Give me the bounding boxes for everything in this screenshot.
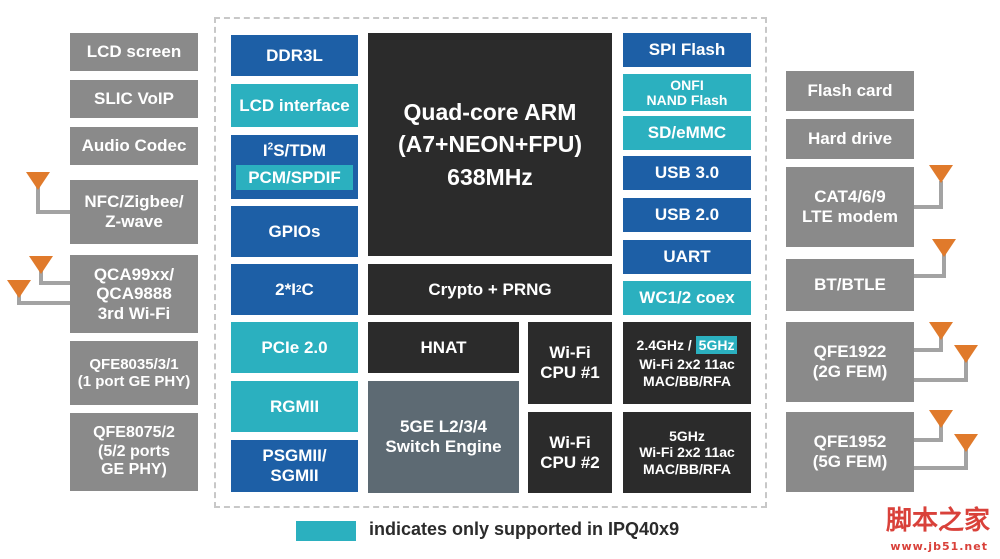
slic-voip-block: SLIC VoIP — [70, 80, 198, 118]
antenna-icon — [954, 434, 978, 452]
onfi-nand-flash-block: ONFI NAND Flash — [623, 74, 751, 111]
cpu-block: Quad-core ARM (A7+NEON+FPU) 638MHz — [368, 33, 612, 256]
antenna-icon — [929, 165, 953, 183]
antenna-icon — [932, 239, 956, 257]
antenna-icon — [929, 410, 953, 428]
flash-card-block: Flash card — [786, 71, 914, 111]
antenna-icon — [954, 345, 978, 363]
i2s-tdm-label: I2S/TDM — [262, 141, 327, 160]
antenna-icon — [929, 322, 953, 340]
qca99xx-wifi-block: QCA99xx/ QCA9888 3rd Wi-Fi — [70, 255, 198, 333]
radio-24ghz-band: 2.4GHz / 5GHz — [637, 336, 738, 355]
uart-block: UART — [623, 240, 751, 274]
crypto-prng-block: Crypto + PRNG — [368, 264, 612, 315]
wifi-cpu-2-block: Wi-Fi CPU #2 — [528, 412, 612, 493]
bt-btle-block: BT/BTLE — [786, 259, 914, 311]
lcd-screen-block: LCD screen — [70, 33, 198, 71]
nfc-zigbee-zwave-block: NFC/Zigbee/ Z-wave — [70, 180, 198, 244]
pcie-block: PCIe 2.0 — [231, 322, 358, 373]
usb3-block: USB 3.0 — [623, 156, 751, 190]
antenna-icon — [29, 256, 53, 274]
audio-codec-block: Audio Codec — [70, 127, 198, 165]
gpios-block: GPIOs — [231, 206, 358, 257]
hnat-block: HNAT — [368, 322, 519, 373]
wc-coex-block: WC1/2 coex — [623, 281, 751, 315]
watermark-url: www.jb51.net — [890, 540, 988, 553]
watermark-title: 脚本之家 — [885, 506, 990, 536]
lcd-interface-block: LCD interface — [231, 84, 358, 127]
qfe1952-block: QFE1952 (5G FEM) — [786, 412, 914, 492]
legend-swatch — [296, 521, 356, 541]
pcm-spdif-label: PCM/SPDIF — [236, 164, 353, 191]
soc-boundary — [214, 17, 767, 508]
antenna-icon — [26, 172, 50, 190]
hard-drive-block: Hard drive — [786, 119, 914, 159]
switch-engine-block: 5GE L2/3/4 Switch Engine — [368, 381, 519, 493]
qfe8035-phy-block: QFE8035/3/1 (1 port GE PHY) — [70, 341, 198, 405]
rgmii-block: RGMII — [231, 381, 358, 432]
qfe1922-block: QFE1922 (2G FEM) — [786, 322, 914, 402]
legend-text: indicates only supported in IPQ40x9 — [369, 519, 680, 539]
spi-flash-block: SPI Flash — [623, 33, 751, 67]
radio-24ghz-details: Wi-Fi 2x2 11ac MAC/BB/RFA — [639, 356, 735, 389]
sd-emmc-block: SD/eMMC — [623, 116, 751, 150]
qfe8075-phy-block: QFE8075/2 (5/2 ports GE PHY) — [70, 413, 198, 491]
i2s-tdm-block: I2S/TDM PCM/SPDIF — [231, 135, 358, 199]
psgmii-sgmii-block: PSGMII/ SGMII — [231, 440, 358, 492]
usb2-block: USB 2.0 — [623, 198, 751, 232]
lte-modem-block: CAT4/6/9 LTE modem — [786, 167, 914, 247]
radio-24ghz-block: 2.4GHz / 5GHz Wi-Fi 2x2 11ac MAC/BB/RFA — [623, 322, 751, 404]
ddr3l-block: DDR3L — [231, 35, 358, 76]
antenna-icon — [7, 280, 31, 298]
wifi-cpu-1-block: Wi-Fi CPU #1 — [528, 322, 612, 404]
radio-5ghz-block: 5GHz Wi-Fi 2x2 11ac MAC/BB/RFA — [623, 412, 751, 493]
